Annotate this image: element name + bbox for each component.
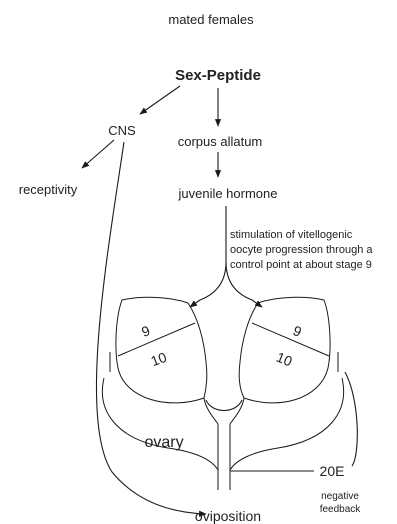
- arrow-sex-peptide-to-cns: [140, 86, 180, 114]
- oviposition-label: oviposition: [195, 508, 261, 524]
- ovary-drawing: [102, 297, 343, 490]
- arrow-cns-to-receptivity: [82, 140, 114, 168]
- cns-label: CNS: [108, 123, 136, 138]
- receptivity-label: receptivity: [19, 182, 78, 197]
- sex-peptide-label: Sex-Peptide: [175, 67, 261, 84]
- 20e-label: 20E: [320, 463, 345, 479]
- title-mated-females: mated females: [168, 12, 254, 27]
- ovary-label: ovary: [144, 434, 183, 451]
- juvenile-hormone-label: juvenile hormone: [177, 186, 277, 201]
- stage-10-right-label: 10: [274, 349, 295, 370]
- oviduct: [204, 398, 244, 490]
- right-stage-divider: [252, 323, 329, 356]
- arrow-juvenile-hormone-to-left-ovary: [190, 206, 226, 307]
- 20e-feedback-loop: [345, 372, 357, 466]
- stage-9-left-label: 9: [139, 322, 152, 340]
- negative-label: negative: [321, 491, 359, 502]
- stage-9-right-label: 9: [291, 322, 304, 340]
- left-lateral-oviduct: [102, 378, 218, 470]
- feedback-label: feedback: [320, 504, 362, 515]
- stage-10-left-label: 10: [149, 349, 169, 369]
- right-lateral-oviduct: [230, 378, 344, 470]
- stimulation-text-line-2: oocyte progression through a: [230, 244, 373, 256]
- stimulation-text-line-3: control point at about stage 9: [230, 259, 372, 271]
- stimulation-text-line-1: stimulation of vitellogenic: [230, 229, 353, 241]
- corpus-allatum-label: corpus allatum: [178, 134, 263, 149]
